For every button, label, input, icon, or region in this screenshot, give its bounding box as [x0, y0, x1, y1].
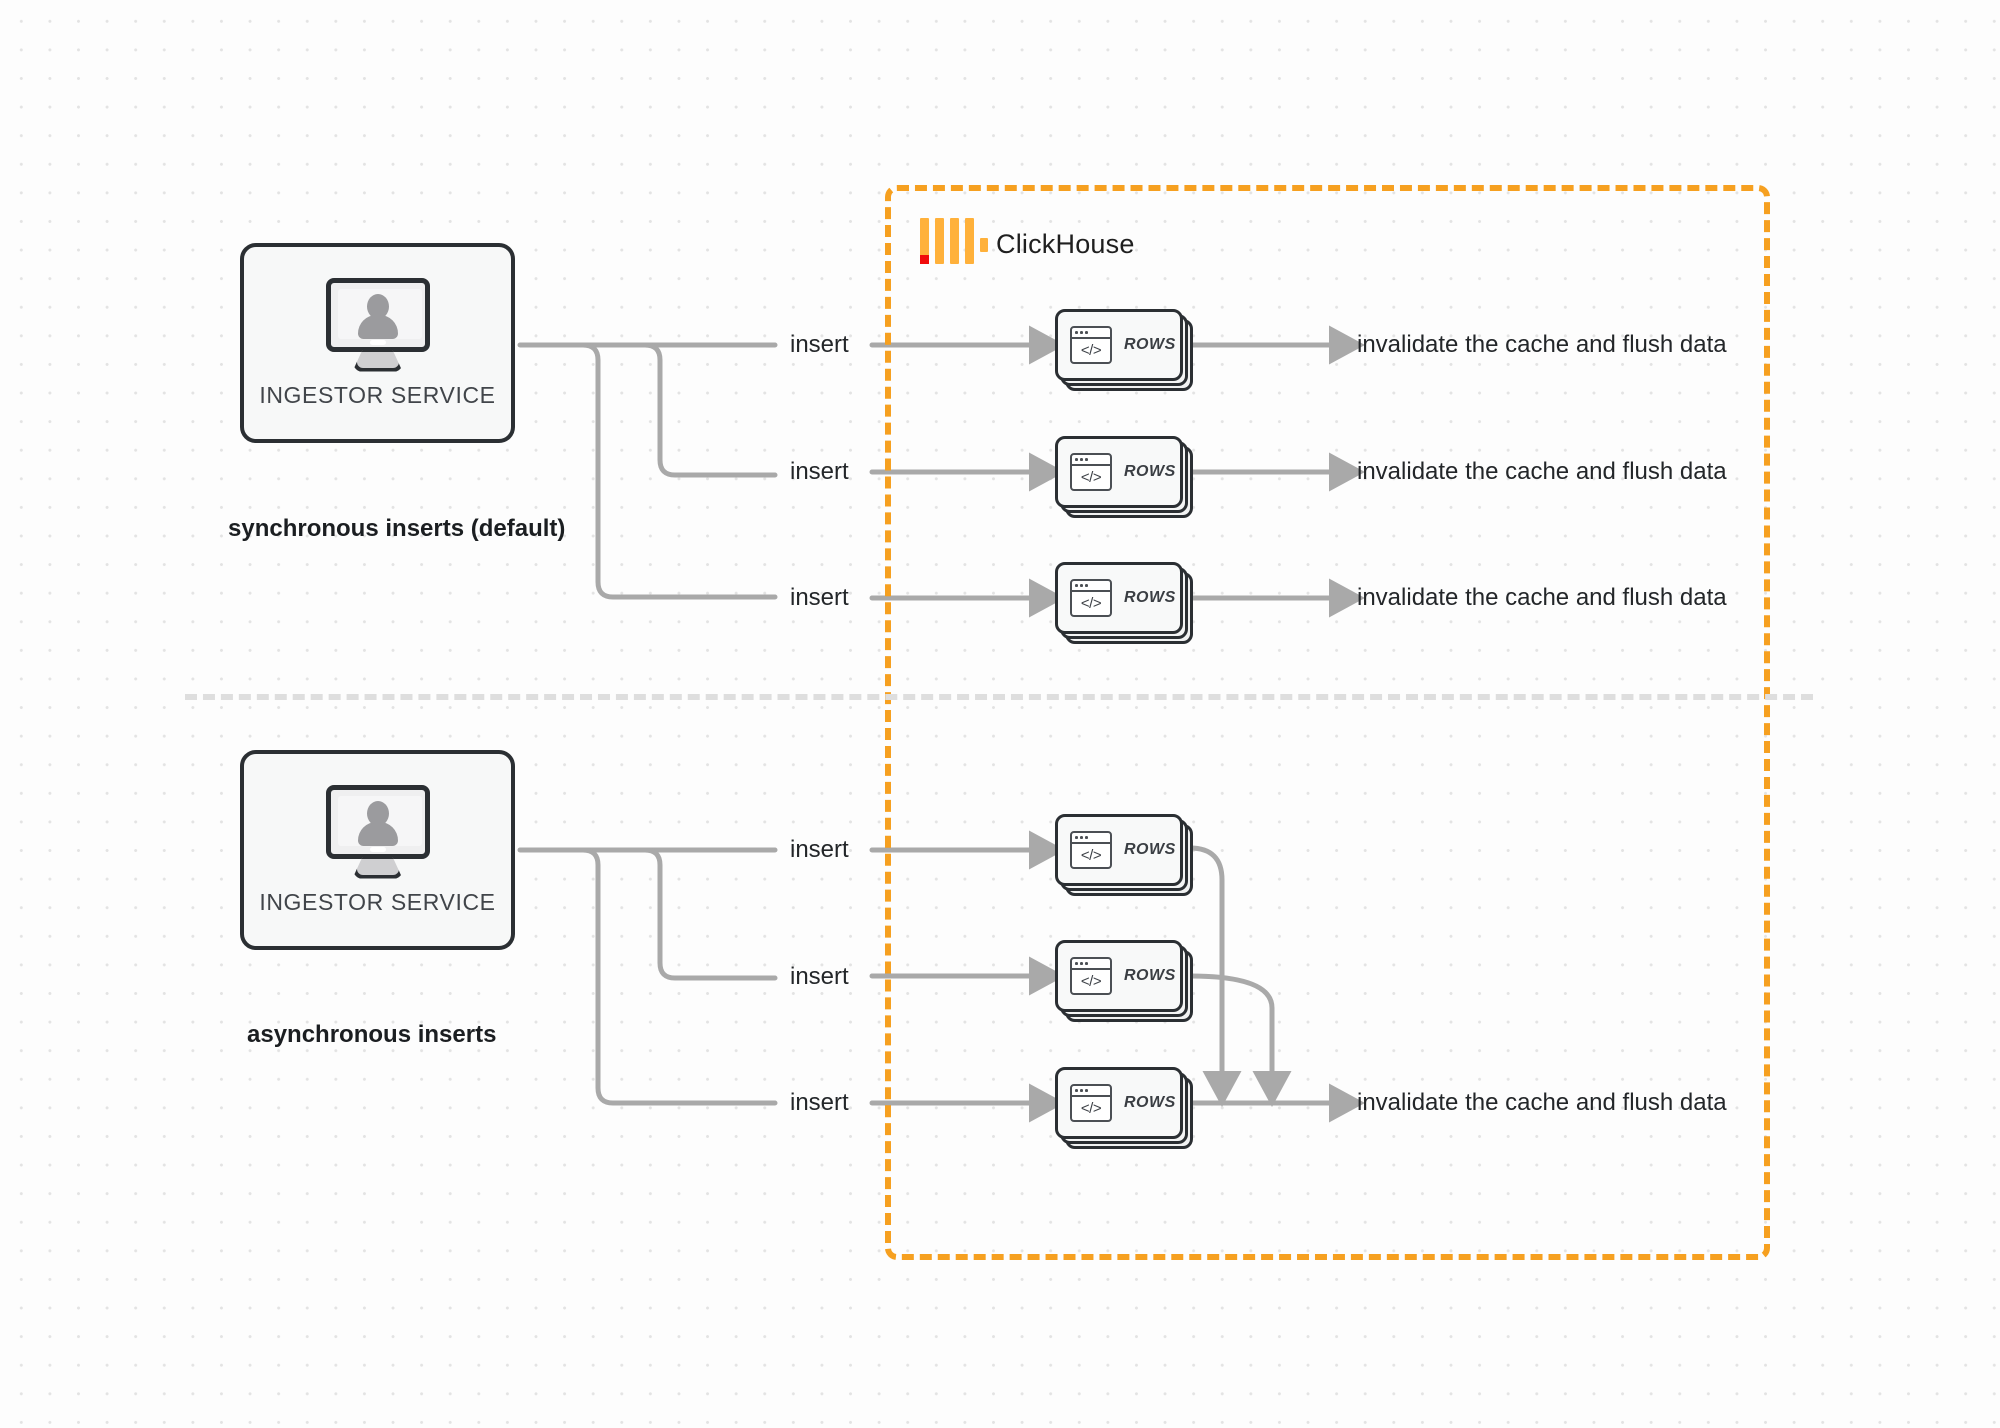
code-window-icon: </> [1070, 326, 1112, 364]
insert-label-async-1: insert [790, 836, 849, 863]
section-label-synchronous: synchronous inserts (default) [228, 515, 566, 542]
wire-async-branch-2 [642, 847, 778, 981]
clickhouse-logo-icon [920, 218, 988, 264]
code-window-icon: </> [1070, 453, 1112, 491]
section-label-asynchronous: asynchronous inserts [247, 1021, 497, 1048]
clickhouse-brand-label: ClickHouse [996, 229, 1135, 259]
rows-card-label: ROWS [1124, 841, 1176, 858]
ingestor-service-label: INGESTOR SERVICE [259, 888, 496, 915]
wire-async-merge-2 [1187, 973, 1292, 1107]
rows-card-sync-3[interactable]: </> ROWS [1055, 562, 1193, 644]
result-label-sync-3: invalidate the cache and flush data [1357, 584, 1727, 611]
rows-card-sync-2[interactable]: </> ROWS [1055, 436, 1193, 518]
insert-label-async-3: insert [790, 1089, 849, 1116]
code-window-icon: </> [1070, 579, 1112, 617]
result-label-sync-1: invalidate the cache and flush data [1357, 331, 1727, 358]
wire-async-branch-3 [580, 847, 778, 1106]
rows-card-label: ROWS [1124, 589, 1176, 606]
monitor-user-icon [325, 784, 430, 879]
ingestor-service-node-async[interactable]: INGESTOR SERVICE [240, 750, 515, 950]
rows-card-label: ROWS [1124, 1094, 1176, 1111]
wire-async-merge-1 [1187, 845, 1242, 1107]
rows-card-label: ROWS [1124, 967, 1176, 984]
code-window-icon: </> [1070, 831, 1112, 869]
insert-label-sync-1: insert [790, 331, 849, 358]
code-window-icon: </> [1070, 1084, 1112, 1122]
result-label-sync-2: invalidate the cache and flush data [1357, 458, 1727, 485]
insert-label-sync-2: insert [790, 458, 849, 485]
ingestor-service-label: INGESTOR SERVICE [259, 381, 496, 408]
code-window-icon: </> [1070, 957, 1112, 995]
rows-card-label: ROWS [1124, 463, 1176, 480]
wire-sync-branch-3 [580, 342, 778, 600]
rows-card-async-2[interactable]: </> ROWS [1055, 940, 1193, 1022]
wire-sync-branch-2 [642, 342, 778, 478]
rows-card-sync-1[interactable]: </> ROWS [1055, 309, 1193, 391]
rows-card-async-3[interactable]: </> ROWS [1055, 1067, 1193, 1149]
monitor-user-icon [325, 277, 430, 372]
ingestor-service-node-sync[interactable]: INGESTOR SERVICE [240, 243, 515, 443]
insert-label-async-2: insert [790, 963, 849, 990]
rows-card-label: ROWS [1124, 336, 1176, 353]
result-label-async-merged: invalidate the cache and flush data [1357, 1089, 1727, 1116]
insert-label-sync-3: insert [790, 584, 849, 611]
clickhouse-brand: ClickHouse [920, 218, 1135, 264]
section-divider [185, 694, 1813, 700]
rows-card-async-1[interactable]: </> ROWS [1055, 814, 1193, 896]
